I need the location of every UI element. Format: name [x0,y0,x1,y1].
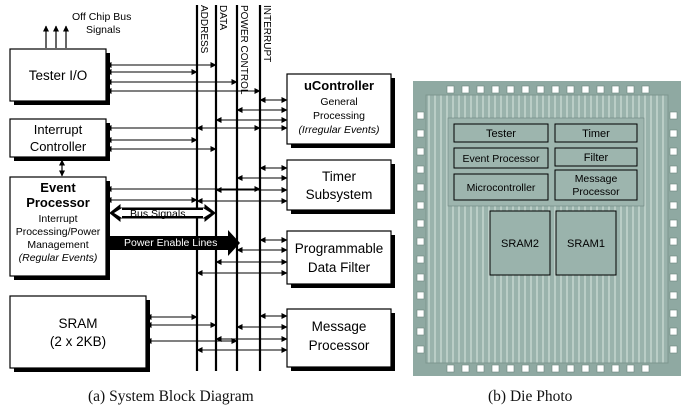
sram-label-line1: SRAM [58,316,97,331]
bus-signals-arrow: Bus Signals [109,203,216,223]
system-block-diagram: Off Chip Bus Signals ADDRESS DATA POWER … [9,5,395,372]
die-pads-right [669,111,678,354]
sram-block: SRAM (2 x 2KB) [9,295,150,372]
die-pads-top [446,85,650,94]
filter-line2: Data Filter [308,260,371,275]
ucontroller-line4: (Irregular Events) [298,124,379,136]
die-block-sram1: SRAM1 [555,210,617,276]
interrupt-controller-line1: Interrupt [34,122,83,137]
die-timer-label: Timer [582,128,610,140]
event-processor-desc-line2: Processing/Power [16,226,101,238]
timer-line2: Subsystem [306,187,373,202]
vertical-buses [195,5,262,371]
die-pads-bottom [446,364,650,373]
event-processor-title-line1: Event [40,180,76,195]
timer-subsystem-block: Timer Subsystem [286,159,395,214]
bus-label-interrupt: INTERRUPT [261,5,272,62]
interrupt-controller-line2: Controller [30,139,87,154]
figure: Off Chip Bus Signals ADDRESS DATA POWER … [9,5,681,376]
die-pads-left [416,111,425,354]
die-block-timer: Timer [554,123,638,143]
die-tester-label: Tester [486,128,516,140]
event-processor-title-line2: Processor [26,195,90,210]
power-enable-arrow: Power Enable Lines [110,230,240,256]
ucontroller-line3: Processing [313,110,365,122]
timer-line1: Timer [322,169,356,184]
caption-die-photo: (b) Die Photo [488,388,573,405]
event-processor-desc-line3: Management [27,239,88,251]
event-processor-block: Event Processor Interrupt Processing/Pow… [9,176,110,280]
filter-line1: Programmable [295,241,384,256]
tester-io-label: Tester I/O [29,68,88,83]
interrupt-controller-block: Interrupt Controller [9,118,110,161]
die-message-line1: Message [575,173,618,185]
tester-io-block: Tester I/O [9,48,110,105]
off-chip-label-line2: Signals [86,24,120,36]
die-event-processor-label: Event Processor [462,153,540,165]
ucontroller-block: uController General Processing (Irregula… [286,73,395,148]
die-microcontroller-label: Microcontroller [467,182,536,194]
ucontroller-line2: General [320,96,357,108]
power-enable-label: Power Enable Lines [124,237,217,249]
message-line1: Message [312,319,367,334]
event-processor-desc-line1: Interrupt [38,213,77,225]
message-line2: Processor [309,338,370,353]
event-processor-desc-line4: (Regular Events) [19,252,98,264]
die-photo: Tester Timer Event Processor Filter Micr… [413,81,681,376]
bus-connections [105,62,288,353]
bus-label-address: ADDRESS [198,5,209,54]
die-block-filter: Filter [554,147,638,167]
die-filter-label: Filter [584,152,609,164]
ucontroller-title: uController [304,78,374,93]
bus-label-power-control: POWER CONTROL [238,5,249,95]
die-block-sram2: SRAM2 [489,210,551,276]
off-chip-bus-arrows [43,25,69,48]
sram-label-line2: (2 x 2KB) [50,334,106,349]
programmable-filter-block: Programmable Data Filter [286,230,395,288]
caption-system-block-diagram: (a) System Block Diagram [88,388,254,405]
die-sram1-label: SRAM1 [567,238,605,250]
die-block-event-processor: Event Processor [453,147,549,169]
die-block-tester: Tester [453,123,549,143]
off-chip-label-line1: Off Chip Bus [72,11,131,23]
bus-label-data: DATA [217,5,228,31]
message-processor-block: Message Processor [286,308,395,371]
bus-signals-label: Bus Signals [130,208,185,220]
die-block-microcontroller: Microcontroller [453,173,549,201]
die-block-message-processor: Message Processor [554,169,638,201]
die-message-line2: Processor [572,186,620,198]
die-sram2-label: SRAM2 [501,238,539,250]
